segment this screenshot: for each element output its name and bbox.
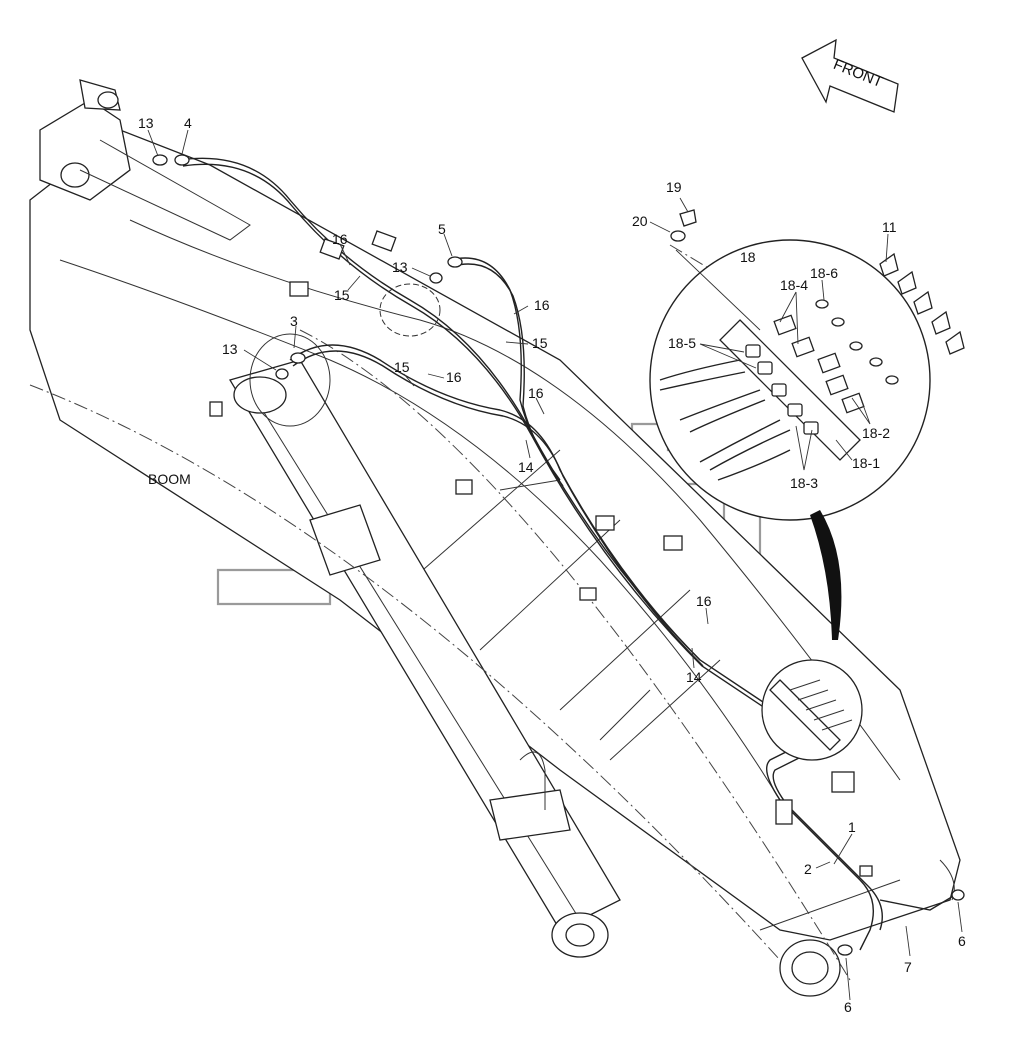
detail-circle-left	[249, 283, 441, 427]
callout-13: 13	[392, 259, 408, 275]
detail-magnifier	[649, 239, 965, 640]
callout-18: 18	[740, 249, 756, 265]
callout-1: 1	[848, 819, 856, 835]
hose-lines	[179, 157, 956, 951]
lower-manifold	[761, 659, 863, 761]
callout-11: 11	[882, 219, 897, 235]
callout-18-1: 18-1	[852, 455, 880, 471]
boom-pivot	[39, 79, 251, 241]
callout-14: 14	[518, 459, 534, 475]
arm-cylinder	[229, 359, 621, 958]
callout-16: 16	[446, 369, 462, 385]
callout-18-6: 18-6	[810, 265, 838, 281]
callout-14: 14	[686, 669, 702, 685]
clamp-blocks	[209, 230, 873, 877]
callout-7: 7	[904, 959, 912, 975]
callout-labels: 13 4 16 15 5 13 16 15 3 13 15 16 16 14 1…	[138, 115, 966, 1015]
callout-13: 13	[222, 341, 238, 357]
part-19-20	[670, 209, 697, 242]
callout-18-3: 18-3	[790, 475, 818, 491]
callout-5: 5	[438, 221, 446, 237]
leader-lines	[147, 129, 963, 1001]
callout-6: 6	[958, 933, 966, 949]
callout-15: 15	[532, 335, 548, 351]
callout-13: 13	[138, 115, 154, 131]
callout-18-4: 18-4	[780, 277, 808, 293]
boom-body	[29, 129, 961, 941]
callout-15: 15	[334, 287, 350, 303]
callout-6: 6	[844, 999, 852, 1015]
callout-20: 20	[632, 213, 648, 229]
boom-label: BOOM	[148, 471, 191, 487]
callout-18-2: 18-2	[862, 425, 890, 441]
fittings	[152, 154, 965, 956]
callout-4: 4	[184, 115, 192, 131]
callout-16: 16	[528, 385, 544, 401]
callout-16: 16	[332, 231, 348, 247]
front-arrow: FRONT	[801, 38, 899, 113]
callout-2: 2	[804, 861, 812, 877]
callout-19: 19	[666, 179, 682, 195]
boom-foot	[779, 939, 841, 997]
callout-15: 15	[394, 359, 410, 375]
callout-16: 16	[534, 297, 550, 313]
callout-18-5: 18-5	[668, 335, 696, 351]
callout-3: 3	[290, 313, 298, 329]
callout-16: 16	[696, 593, 712, 609]
